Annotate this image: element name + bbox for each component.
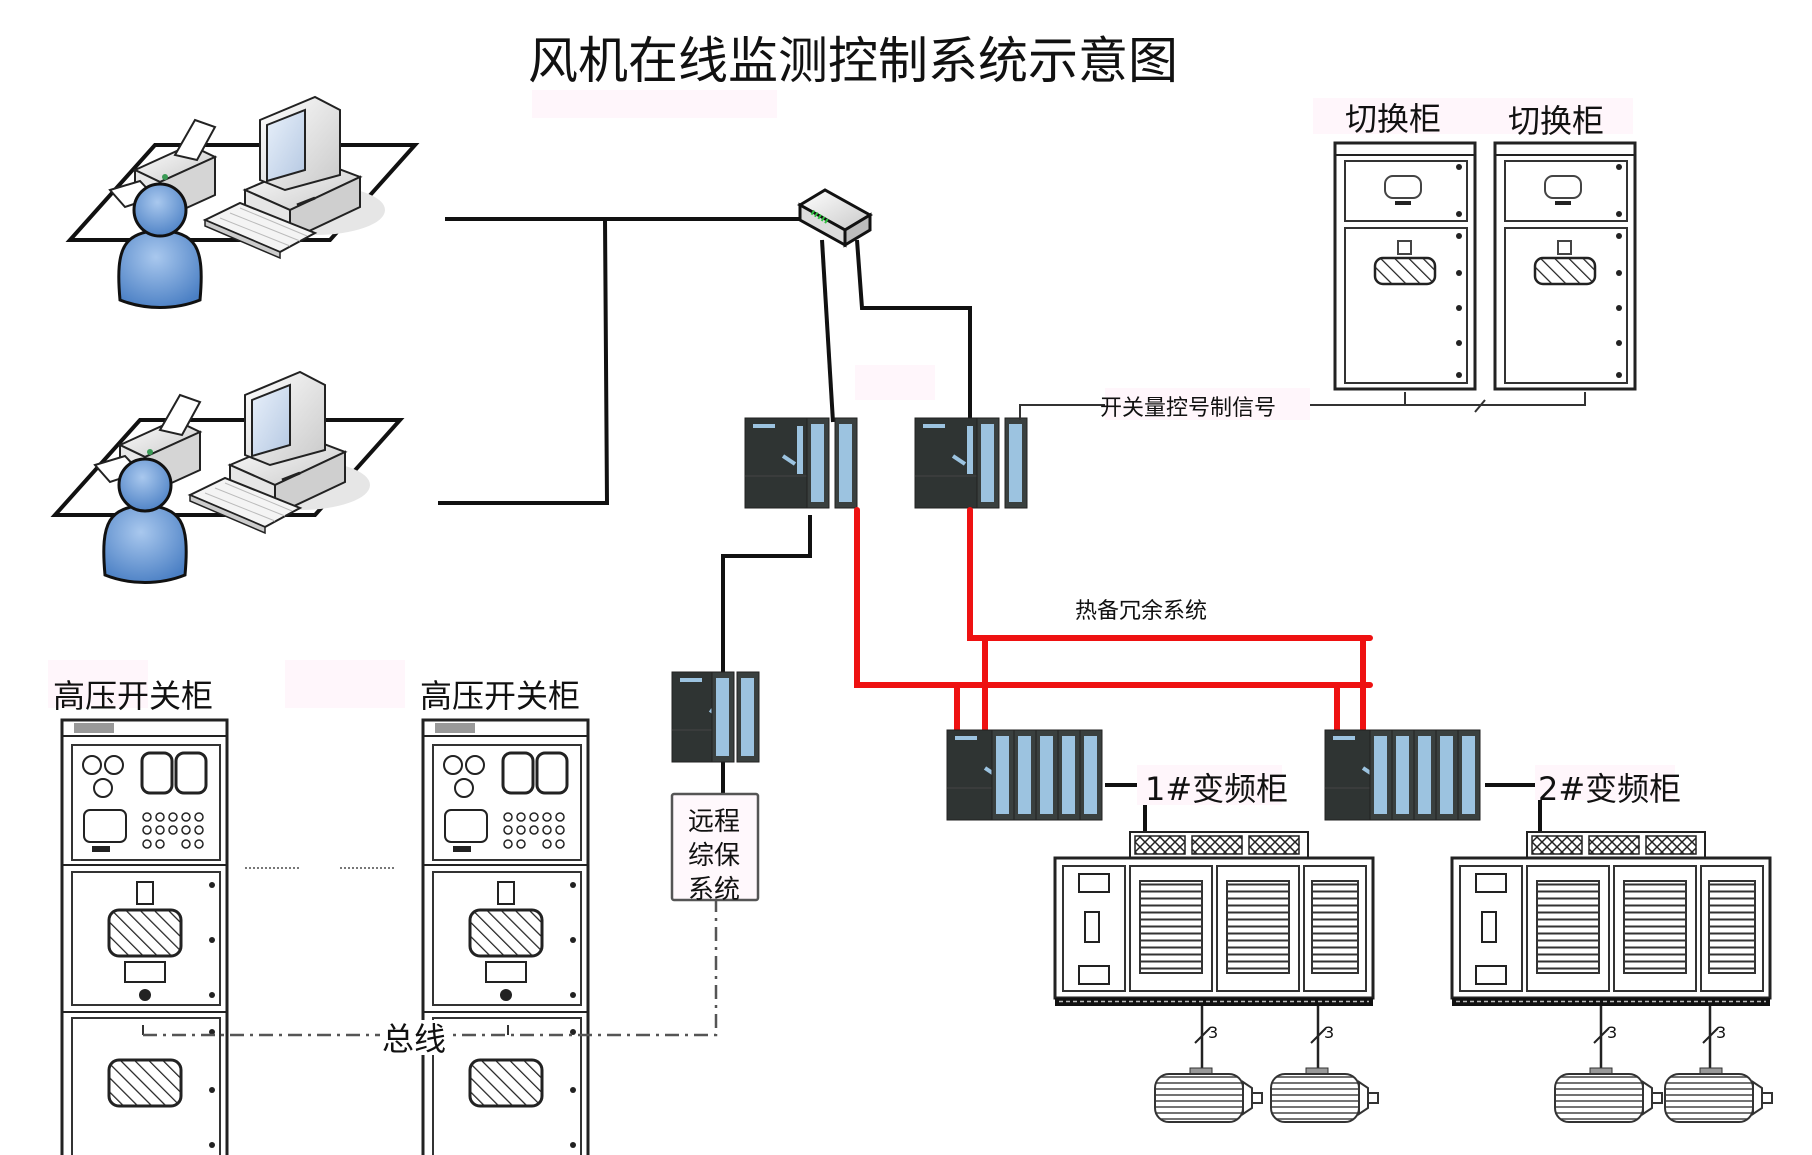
network-switch-icon bbox=[797, 188, 873, 248]
phase-count-3: 3 bbox=[1607, 1023, 1617, 1042]
motor-icon bbox=[1154, 1067, 1263, 1123]
hot-standby-links bbox=[854, 507, 1373, 733]
motor-icon bbox=[1664, 1067, 1773, 1123]
switch-cabinet-label-2: 切换柜 bbox=[1508, 102, 1604, 140]
diagram-title: 风机在线监测控制系统示意图 bbox=[528, 32, 1178, 90]
motor-icon bbox=[1270, 1067, 1379, 1123]
hv-cabinet-2 bbox=[421, 718, 590, 1155]
phase-count-1: 3 bbox=[1208, 1023, 1218, 1042]
vfd-cabinet-2 bbox=[1450, 830, 1772, 1008]
vfd-label-2: 2#变频柜 bbox=[1538, 770, 1681, 808]
vfd-label-1: 1#变频柜 bbox=[1145, 770, 1288, 808]
phase-count-2: 3 bbox=[1324, 1023, 1334, 1042]
switch-cabinet-1 bbox=[1333, 141, 1477, 391]
vfd-cabinet-1 bbox=[1053, 830, 1375, 1008]
remote-plc-1 bbox=[945, 728, 1103, 822]
hv-cabinet-label-2: 高压开关柜 bbox=[420, 677, 580, 715]
switch-cabinet-2 bbox=[1493, 141, 1637, 391]
bus-label: 总线 bbox=[382, 1020, 446, 1058]
workstation-1 bbox=[68, 95, 417, 310]
remote-protection-label-2: 综保 bbox=[688, 841, 740, 871]
workstation-2 bbox=[53, 370, 402, 585]
remote-protection-label-3: 系统 bbox=[688, 875, 740, 905]
switch-signal-label: 开关量控号制信号 bbox=[1100, 396, 1276, 421]
remote-protection-label-1: 远程 bbox=[688, 807, 740, 837]
motor-icon bbox=[1554, 1067, 1663, 1123]
phase-count-4: 3 bbox=[1716, 1023, 1726, 1042]
remote-plc-2 bbox=[1323, 728, 1481, 822]
title-highlight bbox=[532, 90, 777, 118]
hv-cabinet-1 bbox=[60, 718, 229, 1155]
protection-plc bbox=[670, 670, 760, 764]
hot-standby-label: 热备冗余系统 bbox=[1075, 599, 1207, 624]
motor-feeders bbox=[1194, 1006, 1719, 1068]
main-plc-1 bbox=[743, 416, 858, 510]
bus-line bbox=[142, 900, 718, 1037]
main-plc-2 bbox=[913, 416, 1028, 510]
hv-cabinet-label-1: 高压开关柜 bbox=[53, 677, 213, 715]
switch-cabinet-label-1: 切换柜 bbox=[1345, 100, 1441, 138]
